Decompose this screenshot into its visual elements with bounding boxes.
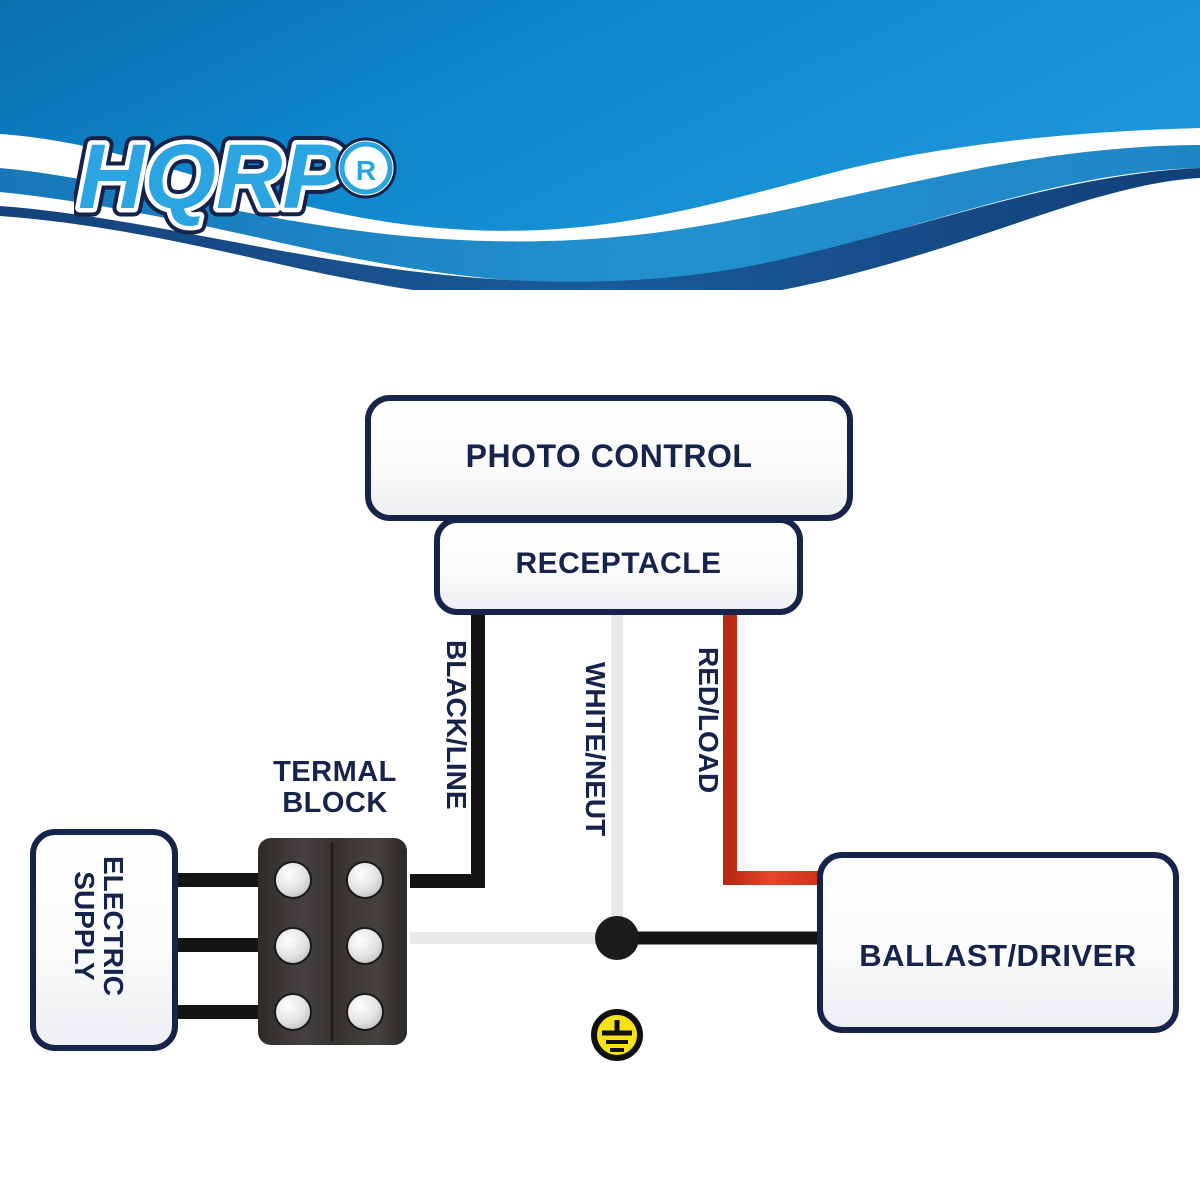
terminal-block-caption-line1: TERMAL <box>273 756 397 788</box>
terminal-block <box>258 838 407 1045</box>
svg-text:HQRP: HQRP <box>78 126 344 228</box>
terminal-block-caption-line2: BLOCK <box>282 786 388 819</box>
wire-label-black-line: BLACK/LINE <box>441 640 472 810</box>
box-label-receptacle: RECEPTACLE <box>515 547 722 580</box>
wire-black-line <box>410 612 485 888</box>
box-label-photo-control: PHOTO CONTROL <box>465 438 753 474</box>
earth-ground-icon <box>591 1009 643 1061</box>
hqrp-logo-wordmark: HQRP HQRP HQRP <box>74 120 353 237</box>
wire-label-white-neut: WHITE/NEUT <box>580 662 611 837</box>
header-wave-secondary <box>0 145 1200 284</box>
terminal-block-caption: TERMAL BLOCK <box>240 757 430 818</box>
svg-text:HQRP: HQRP <box>78 126 344 228</box>
header-wave-primary <box>0 0 1200 231</box>
wire-label-red-load: RED/LOAD <box>693 647 724 794</box>
box-label-ballast-driver: BALLAST/DRIVER <box>859 938 1137 973</box>
box-ballast-driver <box>817 852 1179 1033</box>
box-label-electric-supply: ELECTRIC SUPPLY <box>68 856 129 996</box>
box-electric-supply <box>30 829 178 1051</box>
terminal-block-screws <box>274 861 384 1031</box>
header-wave-dark <box>0 168 1200 290</box>
wire-red-load <box>723 612 828 885</box>
brand-header <box>0 0 1200 290</box>
wiring-diagram-canvas <box>0 290 1200 1200</box>
svg-text:HQRP: HQRP <box>78 126 344 228</box>
hqrp-logo: HQRP HQRP HQRP R <box>74 120 454 245</box>
wire-junction-dot <box>595 916 639 960</box>
electric-supply-line1: ELECTRIC <box>98 856 129 996</box>
svg-text:R: R <box>356 155 376 186</box>
registered-trademark-icon: R <box>335 137 397 199</box>
electric-supply-line2: SUPPLY <box>68 871 100 981</box>
box-receptacle <box>434 517 803 615</box>
